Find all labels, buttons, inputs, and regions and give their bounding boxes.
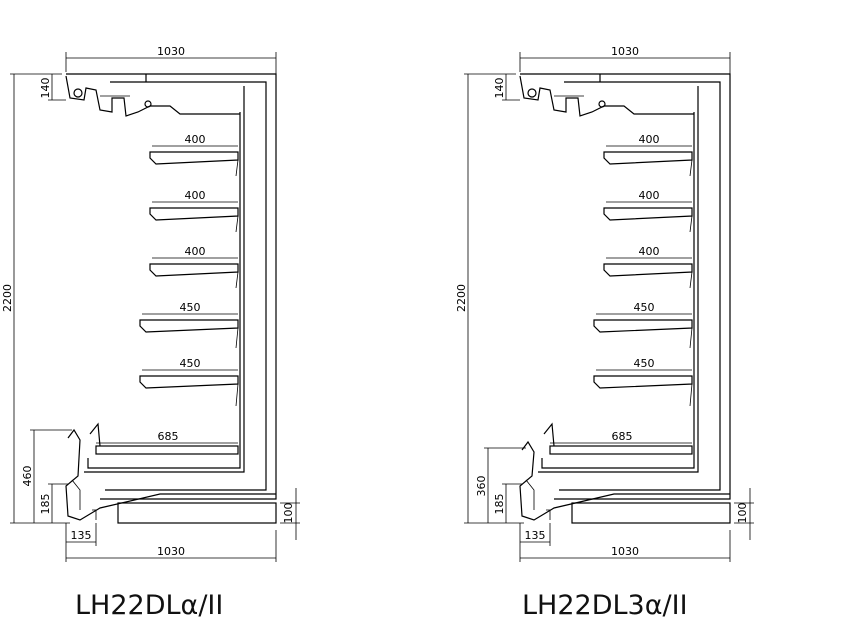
dim-top-width: 1030 [65,45,277,80]
shelf-2: 400 [149,189,239,233]
dim-kick-height-label: 185 [39,494,52,515]
dim-foot: 100 [280,488,300,540]
shelf-1-label: 400 [185,133,206,146]
shelf-1: 400 [603,133,693,177]
dim-base-depth: 135 [519,523,551,546]
deck: 685 [89,422,239,455]
shelf-5: 450 [139,357,239,407]
shelf-5-label: 450 [634,357,655,370]
diagram-left: 1030 2200 140 [1,45,300,562]
shelf-5: 450 [593,357,693,407]
shelf-3: 400 [603,245,693,289]
dim-canopy: 140 [493,74,520,101]
dim-total-height-label: 2200 [455,284,468,312]
dim-foot-label: 100 [282,503,295,524]
deck: 685 [543,422,693,455]
caption-left: LH22DLα/II [75,590,224,621]
dim-total-height: 2200 [455,73,524,524]
cabinet-outline [66,73,277,500]
dim-top-width: 1030 [519,45,731,80]
front-base [65,428,277,524]
dim-base-depth: 135 [65,523,97,546]
shelf-4: 450 [593,301,693,349]
caption-right: LH22DL3α/II [522,590,688,621]
dim-bottom-width-label: 1030 [157,545,185,558]
dim-base-depth-label: 135 [525,529,546,542]
dim-total-height: 2200 [1,73,70,524]
shelf-1-label: 400 [639,133,660,146]
dim-base-height-label: 460 [21,466,34,487]
dim-base-height: 460 [21,429,72,523]
canopy-unit [65,75,240,117]
dim-kick-height: 185 [39,483,68,523]
diagram-right: 1030 2200 140 4 [455,45,754,562]
dim-canopy-label: 140 [493,78,506,99]
dim-top-width-label: 1030 [611,45,639,58]
shelf-3-label: 400 [639,245,660,258]
dim-foot: 100 [734,488,754,540]
shelf-3-label: 400 [185,245,206,258]
deck-label: 685 [158,430,179,443]
shelf-5-label: 450 [180,357,201,370]
dim-bottom-width-label: 1030 [611,545,639,558]
canopy-unit [519,75,694,117]
shelf-2-label: 400 [185,189,206,202]
dim-base-height: 360 [475,447,526,523]
dim-bottom-width: 1030 [519,530,731,562]
dim-total-height-label: 2200 [1,284,14,312]
shelf-2: 400 [603,189,693,233]
dim-foot-label: 100 [736,503,749,524]
shelf-1: 400 [149,133,239,177]
dim-base-height-label: 360 [475,476,488,497]
cabinet-outline [520,73,731,500]
shelf-3: 400 [149,245,239,289]
dim-canopy-label: 140 [39,78,52,99]
dim-kick-height: 185 [493,483,522,523]
shelf-4-label: 450 [180,301,201,314]
front-base [519,440,731,524]
shelf-4-label: 450 [634,301,655,314]
dim-bottom-width: 1030 [65,530,277,562]
shelf-4: 450 [139,301,239,349]
dim-base-depth-label: 135 [71,529,92,542]
dim-canopy: 140 [39,74,66,101]
dim-top-width-label: 1030 [157,45,185,58]
dim-kick-height-label: 185 [493,494,506,515]
deck-label: 685 [612,430,633,443]
shelf-2-label: 400 [639,189,660,202]
